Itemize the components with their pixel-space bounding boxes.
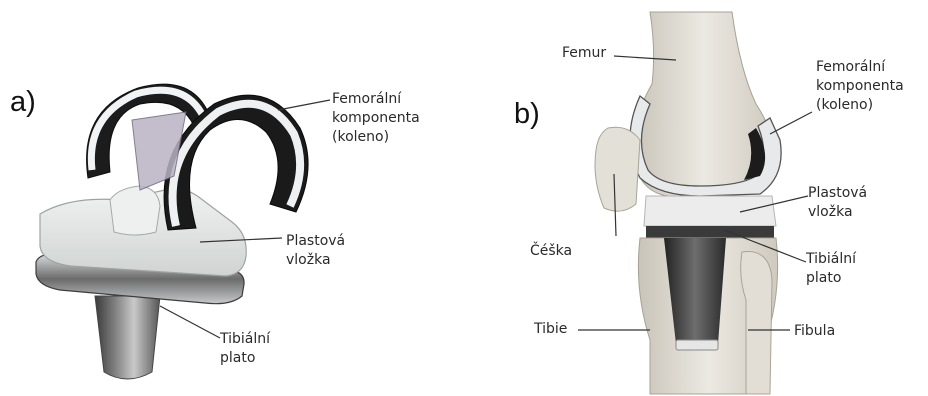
- leader-tibial-a: [160, 306, 220, 338]
- panel-a-letter: a): [10, 86, 36, 119]
- leader-femoral-b: [770, 112, 812, 134]
- leader-femoral-a: [278, 100, 330, 110]
- label-tibia: Tibie: [534, 320, 567, 339]
- stem-tip-b: [676, 340, 718, 350]
- label-plastic-insert-b: Plastová vložka: [808, 184, 867, 222]
- tibial-stem: [95, 296, 160, 379]
- tibial-tray-b: [646, 226, 774, 238]
- plastic-insert-b: [644, 196, 776, 226]
- label-fibula: Fibula: [794, 322, 835, 341]
- label-patella: Čéška: [530, 242, 572, 261]
- label-tibial-plate-a: Tibiální plato: [220, 330, 270, 368]
- label-plastic-insert-a: Plastová vložka: [286, 232, 345, 270]
- label-femoral-component-a: Femorální komponenta (koleno): [332, 90, 420, 147]
- label-femur: Femur: [562, 44, 606, 63]
- label-femoral-component-b: Femorální komponenta (koleno): [816, 58, 904, 115]
- panel-b-letter: b): [514, 98, 540, 131]
- patella: [595, 127, 640, 211]
- label-tibial-plate-b: Tibiální plato: [806, 250, 856, 288]
- knee-panel-b: [578, 12, 812, 394]
- insert-post: [110, 186, 160, 235]
